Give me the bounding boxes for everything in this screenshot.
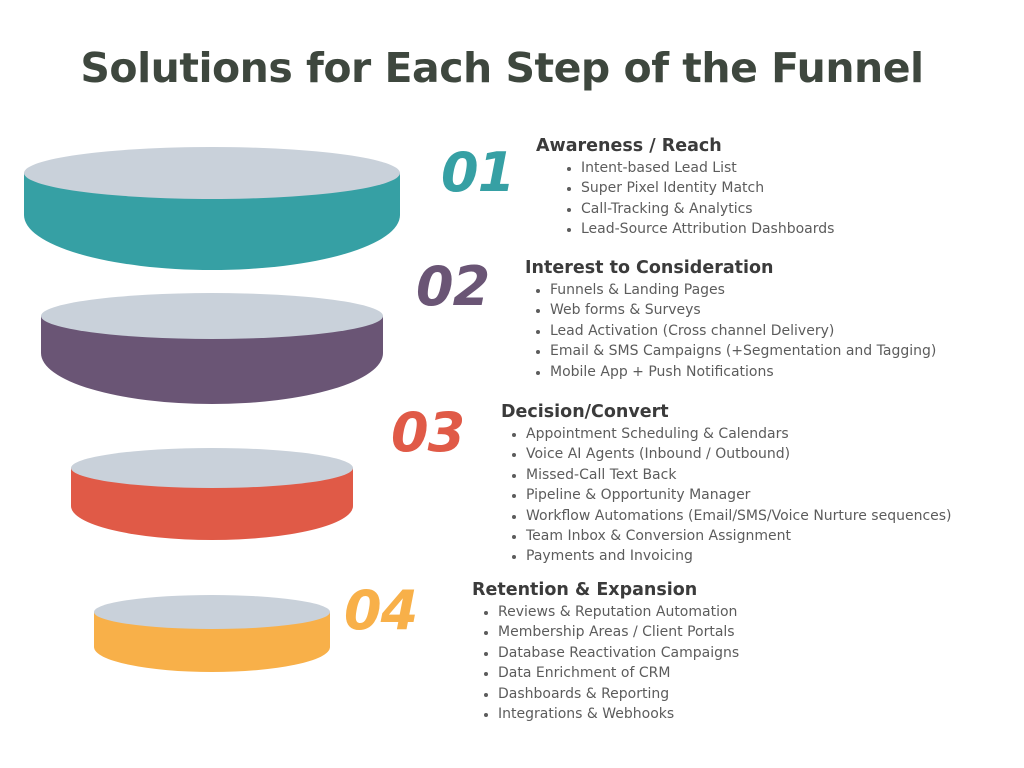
list-item: Email & SMS Campaigns (+Segmentation and…	[535, 341, 936, 361]
step-1-title: Awareness / Reach	[536, 136, 722, 156]
list-item: Dashboards & Reporting	[483, 684, 739, 704]
step-3-block: Decision/Convert Appointment Scheduling …	[501, 400, 952, 567]
step-3-title: Decision/Convert	[501, 402, 669, 422]
funnel-disk-4	[94, 595, 330, 672]
list-item: Team Inbox & Conversion Assignment	[512, 526, 952, 546]
funnel-disk-2	[41, 293, 383, 404]
step-number-1: 01	[441, 141, 515, 204]
step-4-block: Retention & Expansion Reviews & Reputati…	[472, 578, 739, 724]
list-item: Data Enrichment of CRM	[483, 663, 739, 683]
funnel-disk-3	[71, 448, 353, 540]
list-item: Membership Areas / Client Portals	[483, 622, 739, 642]
list-item: Web forms & Surveys	[535, 300, 936, 320]
disk-4-side	[94, 612, 330, 672]
step-2-block: Interest to Consideration Funnels & Land…	[525, 256, 936, 382]
list-item: Call-Tracking & Analytics	[566, 199, 834, 219]
list-item: Payments and Invoicing	[512, 546, 952, 566]
step-2-title: Interest to Consideration	[525, 258, 774, 278]
list-item: Intent-based Lead List	[566, 158, 834, 178]
funnel-disk-1	[24, 147, 400, 270]
list-item: Integrations & Webhooks	[483, 704, 739, 724]
list-item: Voice AI Agents (Inbound / Outbound)	[512, 444, 952, 464]
disk-1-side	[24, 173, 400, 270]
list-item: Reviews & Reputation Automation	[483, 602, 739, 622]
step-number-4: 04	[344, 579, 418, 642]
list-item: Funnels & Landing Pages	[535, 280, 936, 300]
list-item: Missed-Call Text Back	[512, 465, 952, 485]
step-number-2: 02	[416, 255, 490, 318]
step-2-list: Funnels & Landing Pages Web forms & Surv…	[535, 280, 936, 382]
step-4-title: Retention & Expansion	[472, 580, 698, 600]
page-title: Solutions for Each Step of the Funnel	[80, 44, 924, 92]
list-item: Lead-Source Attribution Dashboards	[566, 219, 834, 239]
list-item: Lead Activation (Cross channel Delivery)	[535, 321, 936, 341]
list-item: Pipeline & Opportunity Manager	[512, 485, 952, 505]
disk-3-side	[71, 468, 353, 540]
step-3-list: Appointment Scheduling & Calendars Voice…	[512, 424, 952, 567]
step-4-list: Reviews & Reputation Automation Membersh…	[483, 602, 739, 724]
step-number-3: 03	[391, 401, 465, 464]
list-item: Mobile App + Push Notifications	[535, 362, 936, 382]
disk-4-top	[94, 595, 330, 629]
list-item: Super Pixel Identity Match	[566, 178, 834, 198]
disk-3-top	[71, 448, 353, 488]
list-item: Workflow Automations (Email/SMS/Voice Nu…	[512, 506, 952, 526]
disk-1-top	[24, 147, 400, 199]
step-1-list: Intent-based Lead List Super Pixel Ident…	[566, 158, 834, 240]
disk-2-top	[41, 293, 383, 339]
list-item: Appointment Scheduling & Calendars	[512, 424, 952, 444]
disk-2-side	[41, 316, 383, 404]
step-1-block: Awareness / Reach Intent-based Lead List…	[536, 134, 834, 240]
list-item: Database Reactivation Campaigns	[483, 643, 739, 663]
